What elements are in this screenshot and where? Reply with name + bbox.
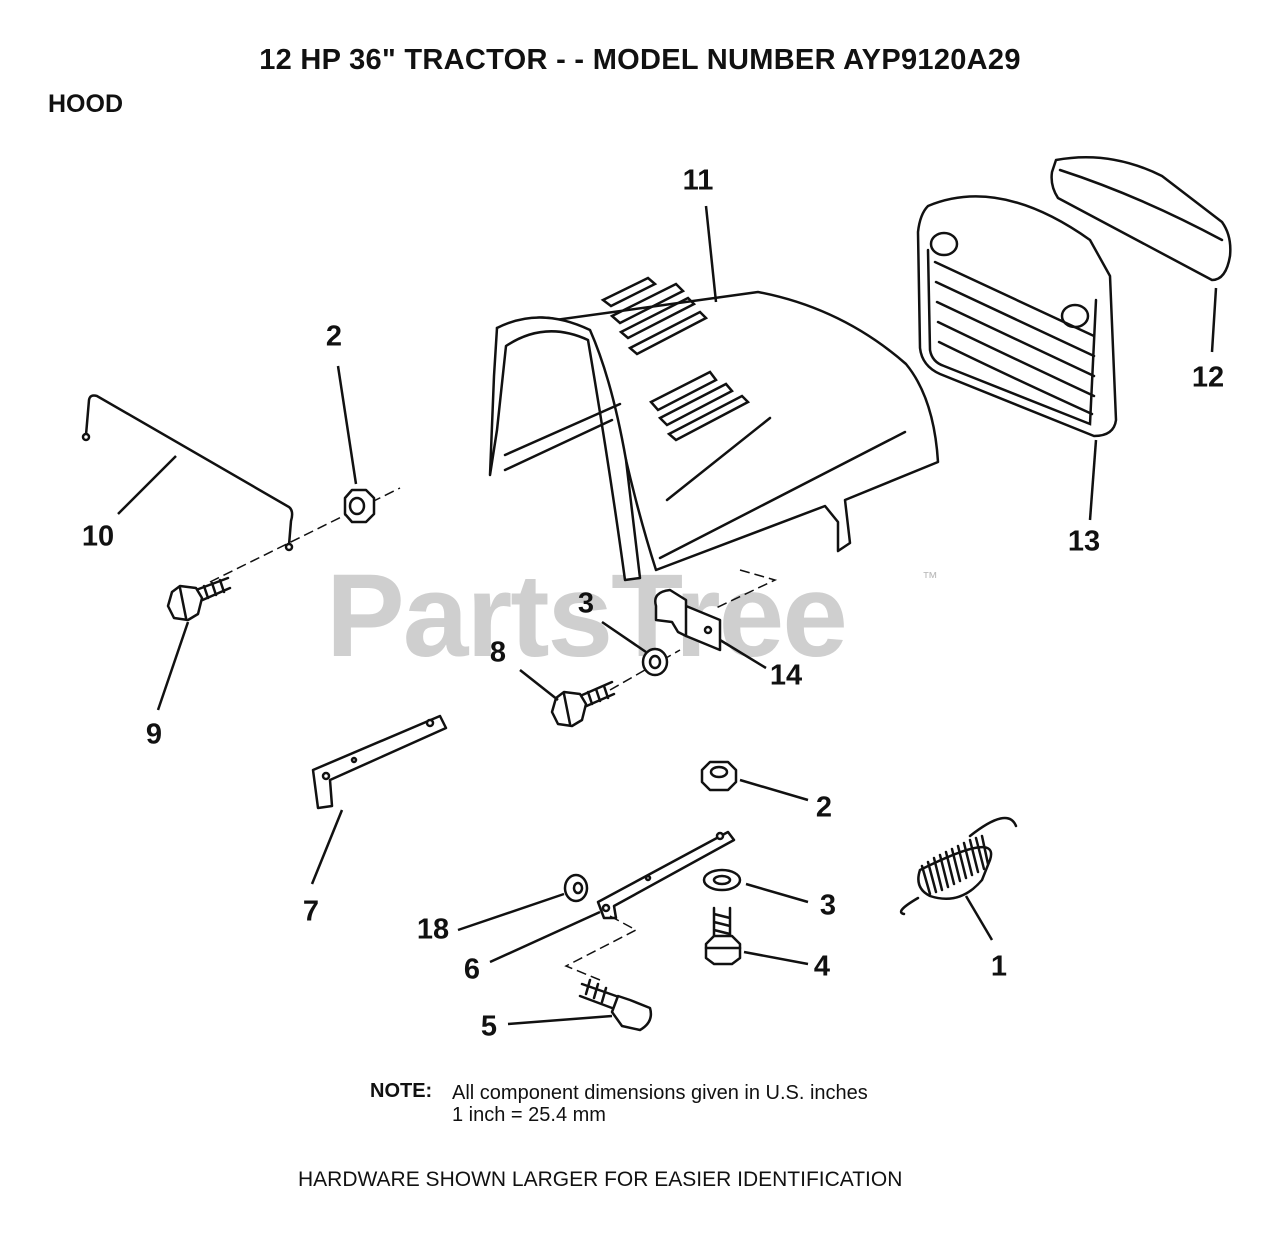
watermark-trademark: ™ bbox=[922, 570, 938, 587]
note-label: NOTE: bbox=[370, 1080, 433, 1102]
callout-11[interactable]: 11 bbox=[682, 164, 714, 197]
part-14-bracket[interactable] bbox=[654, 588, 722, 652]
note-conversion: 1 inch = 25.4 mm bbox=[452, 1104, 606, 1126]
guide-line-hood-bracket bbox=[715, 569, 778, 609]
part-10-hood-rod[interactable] bbox=[81, 394, 294, 552]
footer-text: HARDWARE SHOWN LARGER FOR EASIER IDENTIF… bbox=[298, 1168, 903, 1191]
section-heading: HOOD bbox=[48, 90, 123, 118]
guide-line-link-bolt bbox=[564, 915, 638, 981]
callout-18[interactable]: 18 bbox=[416, 913, 450, 946]
callout-1[interactable]: 1 bbox=[990, 950, 1008, 983]
callout-4[interactable]: 4 bbox=[813, 950, 831, 983]
callout-14[interactable]: 14 bbox=[769, 659, 803, 692]
callout-8[interactable]: 8 bbox=[489, 636, 507, 669]
callout-13[interactable]: 13 bbox=[1067, 525, 1101, 558]
part-13-grille[interactable] bbox=[916, 195, 1118, 438]
guide-line-bracket-bolt bbox=[609, 649, 681, 691]
part-4-bolt[interactable] bbox=[704, 906, 742, 966]
part-2-nut-lower[interactable] bbox=[700, 760, 738, 792]
callout-7[interactable]: 7 bbox=[302, 895, 320, 928]
callout-2-upper[interactable]: 2 bbox=[325, 320, 343, 353]
page-title: 12 HP 36" TRACTOR - - MODEL NUMBER AYP91… bbox=[259, 44, 1021, 76]
callout-9[interactable]: 9 bbox=[145, 718, 163, 751]
callout-10[interactable]: 10 bbox=[81, 520, 115, 553]
watermark-partstree: PartsTree bbox=[326, 550, 848, 682]
callout-5[interactable]: 5 bbox=[480, 1010, 498, 1043]
part-11-hood[interactable] bbox=[488, 276, 940, 582]
part-2-nut-upper[interactable] bbox=[343, 488, 376, 524]
part-3-washer-lower[interactable] bbox=[702, 868, 742, 892]
leader-lines bbox=[117, 205, 1218, 1026]
part-8-bolt[interactable] bbox=[550, 680, 616, 728]
guide-line-rod-bolt bbox=[209, 487, 401, 583]
callout-3-upper[interactable]: 3 bbox=[577, 587, 595, 620]
part-18-washer[interactable] bbox=[563, 873, 589, 903]
part-1-spring[interactable] bbox=[899, 816, 1018, 916]
callout-3-lower[interactable]: 3 bbox=[819, 889, 837, 922]
callout-2-lower[interactable]: 2 bbox=[815, 791, 833, 824]
part-5-shoulder-bolt[interactable] bbox=[578, 978, 653, 1032]
note-text: All component dimensions given in U.S. i… bbox=[452, 1082, 868, 1104]
part-12-grille-cap[interactable] bbox=[1050, 155, 1232, 282]
hood-vent-slots bbox=[600, 276, 751, 442]
part-9-bolt[interactable] bbox=[166, 576, 232, 622]
part-7-support-bar[interactable] bbox=[311, 714, 448, 810]
part-3-washer-upper[interactable] bbox=[641, 647, 669, 677]
callout-12[interactable]: 12 bbox=[1191, 361, 1225, 394]
part-6-linkage-bar[interactable] bbox=[596, 830, 736, 920]
callout-6[interactable]: 6 bbox=[463, 953, 481, 986]
